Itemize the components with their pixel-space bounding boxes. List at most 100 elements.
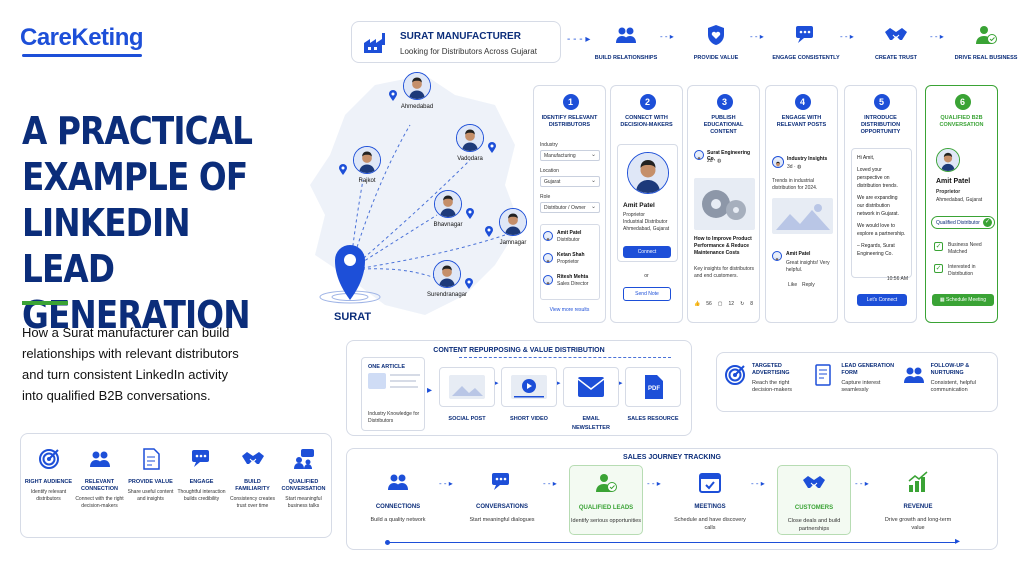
video-play-icon (501, 367, 557, 407)
city-avatar (499, 208, 527, 236)
extra-title: TARGETED ADVERTISING (752, 363, 790, 376)
journey-title: SALES JOURNEY TRACKING (623, 454, 721, 461)
logo-underline (22, 54, 142, 57)
profile-role: Proprietor (936, 189, 961, 195)
extra-desc: Reach the right decision-makers (752, 380, 793, 393)
result-name: Ritesh Mehta (557, 274, 589, 280)
company-avatar (772, 156, 784, 168)
summary-step-desc: Share useful content and insights (127, 489, 174, 502)
profile-place: Ahmedabad, Gujarat (936, 197, 983, 203)
step-title: ENGAGE WITH RELEVANT POSTS (776, 115, 827, 128)
step-number: 2 (639, 94, 656, 110)
people-icon (74, 446, 125, 472)
profile-name: Amit Patel (623, 202, 655, 209)
header-flow-label: DRIVE REAL BUSINESS (954, 55, 1018, 61)
filter-select[interactable]: Manufacturing⌄ (540, 150, 600, 161)
header-flow-arrow: - - ▸ (660, 32, 674, 41)
comment-icon: ▢ (717, 301, 723, 307)
profile-name: Amit Patel (936, 178, 971, 185)
like-link[interactable]: Like (788, 282, 798, 288)
repurpose-item: EMAIL NEWSLETTER (563, 367, 619, 433)
message-signoff: – Regards, Surat Engineering Co. (857, 243, 895, 257)
filter-select[interactable]: Gujarat⌄ (540, 176, 600, 187)
repurpose-item-label: EMAIL NEWSLETTER (572, 416, 610, 431)
map-pin-icon (466, 206, 474, 224)
header-flow-arrow: - - ▸ (750, 32, 764, 41)
map-center-label: SURAT (334, 311, 372, 323)
header-flow-arrow: - - ▸ (930, 32, 944, 41)
step-title: PUBLISH EDUCATIONAL CONTENT (703, 115, 744, 135)
reply-link[interactable]: Reply (802, 282, 815, 288)
target-icon (23, 446, 74, 472)
commenter-name: Amit Patel (786, 251, 811, 257)
lets-connect-button[interactable]: Let's Connect (857, 294, 907, 306)
map-pin-icon (488, 140, 496, 158)
handshake-icon (778, 470, 850, 496)
avatar (543, 275, 553, 285)
header-flow: BUILD RELATIONSHIPS- - ▸PROVIDE VALUE- -… (590, 24, 1017, 74)
summary-step-desc: Thoughtful interaction builds credibilit… (177, 489, 226, 502)
checkbox-icon: ✓ (934, 242, 943, 251)
summary-step-title: RIGHT AUDIENCE (24, 479, 73, 485)
people-icon (902, 363, 926, 387)
pdf-icon: PDF (625, 367, 681, 407)
repurpose-arrow: ▸ (427, 385, 433, 396)
repurpose-card: CONTENT REPURPOSING & VALUE DISTRIBUTION… (346, 340, 692, 436)
journey-progress-line (387, 542, 957, 543)
chevron-down-icon: ⌄ (590, 152, 596, 158)
summary-step-title: RELEVANT CONNECTION (81, 479, 118, 492)
repurpose-item: SHORT VIDEO (501, 367, 557, 424)
map-pin-icon (465, 276, 473, 294)
header-flow-item: CREATE TRUST (860, 24, 932, 63)
post-company: Surat Engineering Co. (707, 150, 751, 162)
summary-step-title: ENGAGE (189, 479, 214, 485)
checkbox-icon: ✓ (934, 264, 943, 273)
map-city-label: Ahmedabad (400, 104, 434, 110)
summary-step-title: BUILD FAMILIARITY (235, 479, 270, 492)
post-image (772, 198, 833, 234)
step-number: 4 (794, 94, 811, 110)
calendar-icon: ▦ (939, 297, 947, 303)
summary-step-desc: Start meaningful business talks (285, 496, 322, 509)
connect-button[interactable]: Connect (623, 246, 671, 258)
summary-step: ENGAGE Thoughtful interaction builds cred… (176, 446, 227, 510)
send-note-button[interactable]: Send Note (623, 287, 671, 301)
map-city: Rajkot (339, 146, 389, 184)
article-desc: Industry Knowledge for Distributors (368, 411, 420, 424)
like-icon: 👍 (694, 301, 701, 307)
map-pin-icon (485, 224, 493, 242)
handshake-icon (227, 446, 278, 472)
journey-stage-title: CUSTOMERS (794, 505, 834, 511)
comment-text: Great insights! Very helpful. (786, 260, 830, 273)
article-title: ONE ARTICLE (368, 364, 406, 370)
schedule-meeting-button[interactable]: ▦ Schedule Meeting (932, 294, 994, 306)
avatar (936, 148, 960, 172)
chat-icon (770, 24, 842, 46)
filter-select[interactable]: Distributor / Owner⌄ (540, 202, 600, 213)
result-role: Sales Director (557, 281, 589, 287)
or-label: or (644, 273, 649, 279)
company-avatar (694, 150, 704, 160)
journey-stage-desc: Schedule and have discovery calls (674, 517, 746, 531)
manufacturer-card: SURAT MANUFACTURER Looking for Distribut… (351, 21, 561, 63)
post-time: 2d · ◍ (707, 158, 722, 164)
people-icon (590, 24, 662, 46)
post-company: Industry Insights (787, 156, 828, 162)
journey-stage-desc: Start meaningful dialogues (469, 517, 535, 523)
extra-item: TARGETED ADVERTISING Reach the right deci… (723, 363, 812, 394)
view-more-link[interactable]: View more results (549, 307, 590, 313)
chat-icon (176, 446, 227, 472)
user-check-icon (950, 24, 1022, 46)
result-role: Distributor (557, 237, 580, 243)
map-city-label: Vadodara (457, 156, 483, 162)
globe-icon: ◍ (797, 164, 802, 170)
avatar (627, 152, 669, 194)
